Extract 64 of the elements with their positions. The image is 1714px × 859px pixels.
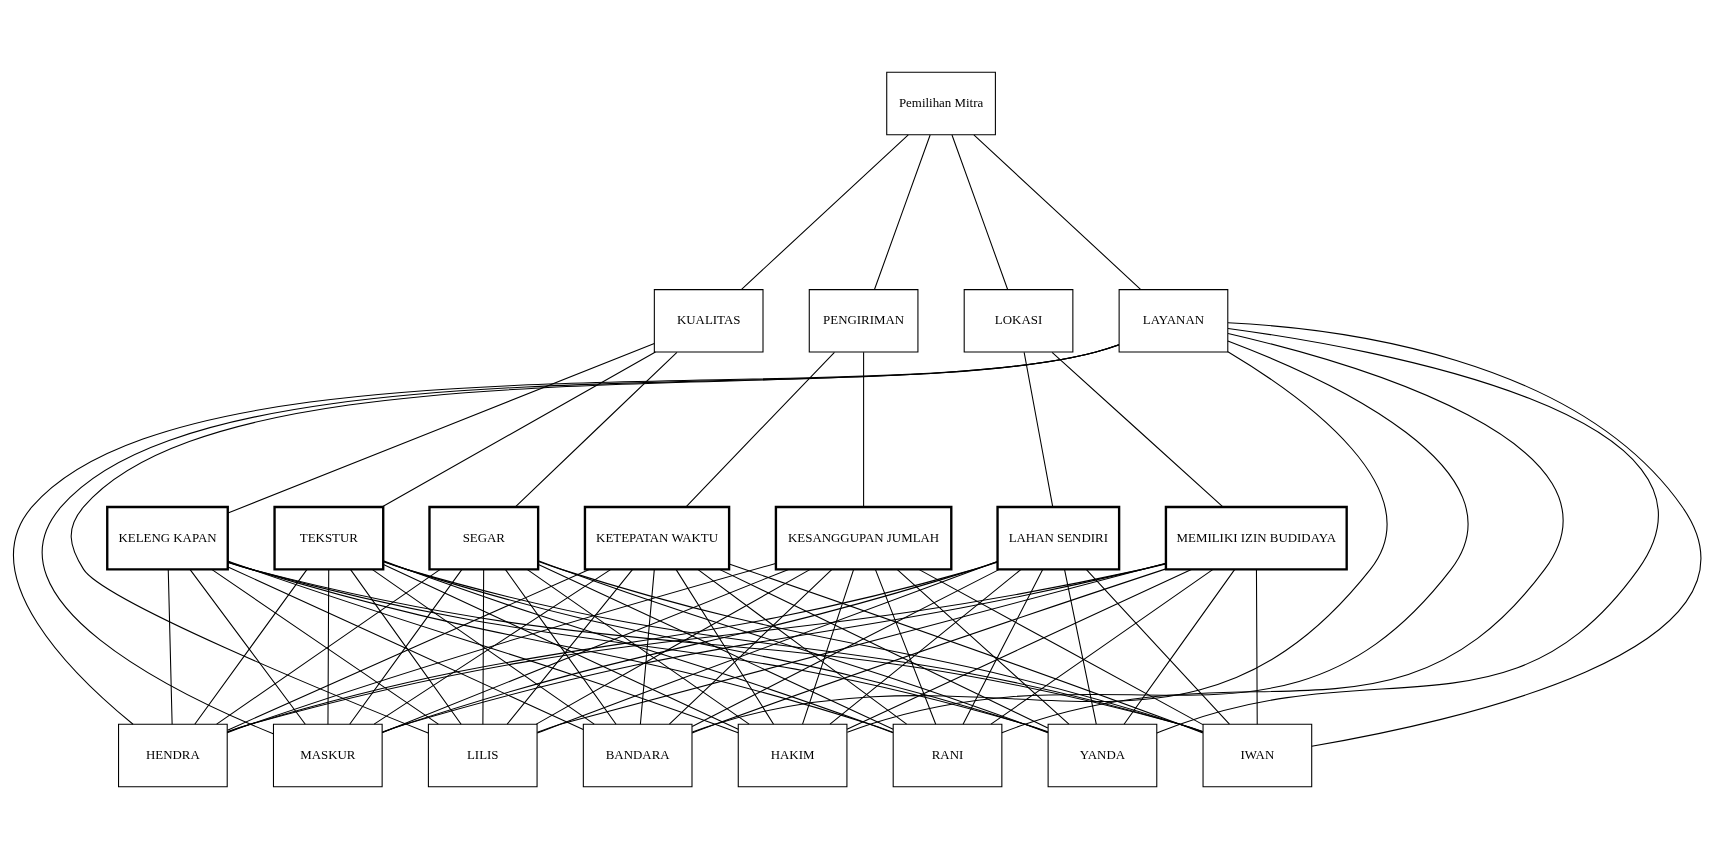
connector [1227,322,1700,747]
connector [1023,351,1054,508]
connector [1123,569,1236,725]
node-box: LOKASI [963,289,1074,353]
connector [535,568,811,725]
node-box: LAHAN SENDIRI [996,505,1121,571]
connector [740,134,909,291]
node-box: PENGIRIMAN [808,289,919,353]
connector [482,569,485,725]
node-box: BANDARA [582,723,693,788]
connector [685,351,835,508]
connector [1051,351,1224,508]
node-box: LILIS [427,723,538,788]
connector [829,568,1022,725]
node-box: RANI [892,723,1003,788]
node-box: HENDRA [118,723,228,788]
node-box: KESANGGUPAN JUMLAH [774,505,953,571]
connector [846,340,1469,733]
connector [227,343,655,514]
node-box: YANDA [1047,723,1158,788]
connector [962,569,1044,725]
connector [691,568,1167,734]
connector [382,564,739,730]
connector [514,351,678,508]
connector [802,569,855,725]
node-box: LAYANAN [1118,289,1229,353]
node-box: KELENG KAPAN [106,505,229,571]
node-box: KUALITAS [653,289,764,353]
node-box: MASKUR [272,723,383,788]
connector [691,351,1388,733]
node-box: KETEPATAN WAKTU [583,505,731,571]
connector [918,568,1204,726]
connector [873,134,931,291]
connector [382,560,894,734]
connector [990,568,1214,725]
connector [728,563,1204,734]
connector [381,351,656,508]
connector [691,568,1000,728]
connector [951,134,1009,291]
node-box: SEGAR [428,505,540,571]
node-box: HAKIM [737,723,848,788]
node-box: IWAN [1202,723,1313,788]
connector [526,568,750,725]
connector [697,568,908,725]
connector [896,569,1070,725]
connector [1085,569,1230,725]
connector [1064,569,1097,725]
connector [668,569,833,725]
connector [846,568,1192,730]
node-box: TEKSTUR [273,505,385,571]
connector [167,569,173,725]
connector [327,569,330,725]
connector [537,564,894,730]
node-box: MEMILIKI IZIN BUDIDAYA [1164,505,1348,571]
node-box: Pemilihan Mitra [886,71,996,136]
connector [675,569,775,725]
connector [1156,327,1657,734]
connector [639,569,655,725]
connector [874,569,937,725]
connector [973,134,1142,291]
connector [863,351,865,508]
connector [718,568,1049,729]
connector [1255,569,1258,725]
connector [1001,332,1563,734]
